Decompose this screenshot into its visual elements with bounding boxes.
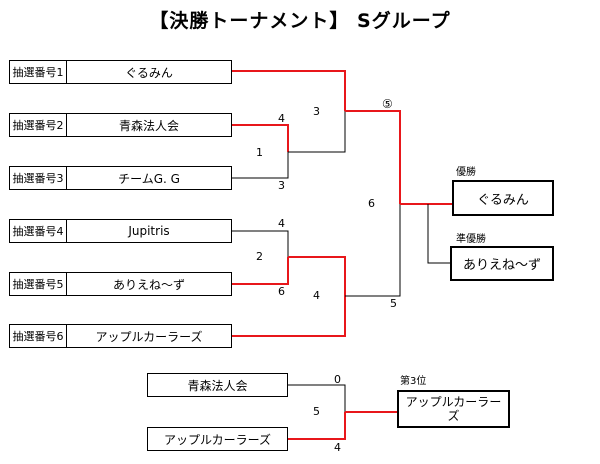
seed-3: 抽選番号3 <box>9 166 67 190</box>
seed-6: 抽選番号6 <box>9 324 67 348</box>
m2-top-score: 4 <box>278 217 285 230</box>
m4-order: 4 <box>313 289 320 302</box>
seed-2: 抽選番号2 <box>9 113 67 137</box>
page-title: 【決勝トーナメント】 Sグループ <box>149 10 451 32</box>
m4-bottom-line <box>232 296 346 337</box>
m1-top-line <box>232 124 289 152</box>
third-top-line <box>288 384 346 412</box>
final-bottom-line <box>345 204 401 297</box>
seed-4: 抽選番号4 <box>9 219 67 243</box>
third-score-bottom: 4 <box>334 441 341 454</box>
runner-up-line <box>427 204 450 264</box>
team-5: ありえね～ず <box>66 272 232 296</box>
m2-bottom-line <box>232 257 289 285</box>
team-6: アップルカーラーズ <box>66 324 232 348</box>
third-order: 5 <box>313 405 320 418</box>
champion-label: 優勝 <box>456 167 476 178</box>
runner-up-label: 準優勝 <box>456 234 486 245</box>
m1-top-score: 4 <box>278 112 285 125</box>
champion-box: ぐるみん <box>452 180 554 216</box>
m3-top-line <box>232 70 346 111</box>
final-order: ⑤ <box>382 97 393 111</box>
m4-top-line <box>288 256 346 296</box>
m3-order: 3 <box>313 105 320 118</box>
m2-order: 2 <box>256 250 263 263</box>
m1-bottom-score: 3 <box>278 179 285 192</box>
team-1: ぐるみん <box>66 60 232 84</box>
m1-order: 1 <box>256 146 263 159</box>
third-team-top: 青森法人会 <box>147 373 288 397</box>
team-2: 青森法人会 <box>66 113 232 137</box>
m4-bottom-score: 5 <box>390 297 397 310</box>
m2-bottom-score: 6 <box>278 285 285 298</box>
third-place-winner-box: アップルカーラーズ <box>397 390 510 428</box>
third-place-label: 第3位 <box>400 376 427 387</box>
third-bottom-line <box>288 412 346 440</box>
third-team-bottom: アップルカーラーズ <box>147 427 288 451</box>
m2-top-line <box>232 230 289 257</box>
team-3: チームG. G <box>66 166 232 190</box>
m3-bottom-line <box>288 111 346 153</box>
m1-bottom-line <box>232 152 289 179</box>
runner-up-box: ありえね～ず <box>450 246 554 281</box>
final-top-line <box>345 110 401 204</box>
third-score-top: 0 <box>334 373 341 386</box>
final-bottom-label: 6 <box>368 197 375 210</box>
seed-1: 抽選番号1 <box>9 60 67 84</box>
team-4: Jupitris <box>66 219 232 243</box>
seed-5: 抽選番号5 <box>9 272 67 296</box>
